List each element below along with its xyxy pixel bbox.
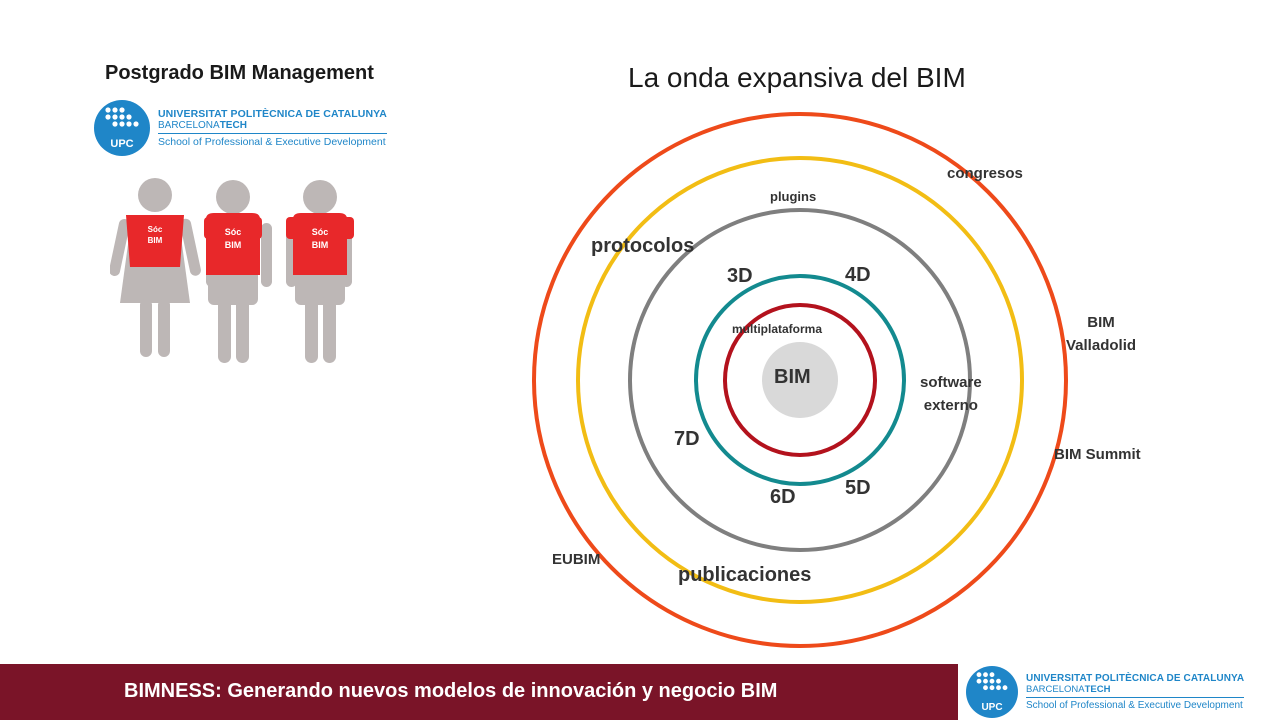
ripple-diagram [532,112,1068,648]
label-7d: 7D [674,428,700,450]
person-male-figure-2: Sóc BIM [286,180,354,363]
label-software-externo: software externo [920,371,982,417]
label-multiplataforma: multiplataforma [732,322,823,336]
logo-campus: BARCELONATECH [1026,684,1244,695]
label-bim-valladolid-line2: Valladolid [1066,337,1137,354]
bim-core [762,342,838,418]
upc-seal-text: UPC [110,138,134,150]
logo-school: School of Professional & Executive Devel… [1026,700,1243,711]
people-illustration: Sóc BIM Sóc BIM Sóc BIM [110,178,354,363]
shirt-text-line2: BIM [312,240,329,250]
logo-campus-regular: BARCELONA [1026,684,1085,695]
shirt-text-line1: Sóc [148,225,163,234]
upc-logo-footer: UPC UNIVERSITAT POLITÈCNICA DE CATALUNYA… [966,666,1245,718]
upc-seal-text: UPC [981,702,1003,713]
upc-seal-icon: UPC [966,666,1018,718]
orange-ring [532,112,1068,648]
label-3d: 3D [727,265,753,287]
program-heading: Postgrado BIM Management [105,62,374,84]
label-protocolos: protocolos [591,235,695,257]
upc-seal-icon: UPC [94,100,150,156]
shirt-text-line1: Sóc [225,227,242,237]
shirt-text-line1: Sóc [312,227,329,237]
label-software-line1: software [920,374,982,391]
shirt-text-line2: BIM [225,240,242,250]
label-congresos: congresos [947,165,1023,182]
logo-campus: BARCELONATECH [158,120,387,131]
gray-ring [628,208,972,552]
person-male-figure-1: Sóc BIM [204,180,272,363]
logo-divider [1026,697,1245,698]
red-ring [723,303,877,457]
upc-logo: UPC UNIVERSITAT POLITÈCNICA DE CATALUNYA… [94,100,387,156]
logo-campus-bold: TECH [1084,684,1111,695]
diagram-title: La onda expansiva del BIM [628,62,966,93]
logo-school: School of Professional & Executive Devel… [158,136,386,148]
label-software-line2: externo [923,397,978,414]
shirt-text-line2: BIM [148,236,163,245]
teal-ring [694,274,906,486]
yellow-ring [576,156,1024,604]
label-bim-valladolid-line1: BIM [1087,314,1115,331]
label-6d: 6D [770,486,796,508]
footer-title: BIMNESS: Generando nuevos modelos de inn… [124,680,778,702]
label-plugins: plugins [770,189,817,204]
logo-campus-bold: TECH [219,120,247,131]
label-publicaciones: publicaciones [678,564,812,586]
label-eubim: EUBIM [552,551,601,568]
label-4d: 4D [845,264,871,286]
logo-divider [158,133,387,134]
logo-university-name: UNIVERSITAT POLITÈCNICA DE CATALUNYA [1026,673,1245,684]
logo-campus-regular: BARCELONA [158,120,220,131]
label-5d: 5D [845,477,871,499]
label-bim-summit: BIM Summit [1054,446,1141,463]
logo-university-name: UNIVERSITAT POLITÈCNICA DE CATALUNYA [158,108,387,120]
bim-core-label: BIM [774,366,811,388]
person-female-figure: Sóc BIM [110,178,201,357]
label-bim-valladolid: BIM Valladolid [1066,311,1136,357]
